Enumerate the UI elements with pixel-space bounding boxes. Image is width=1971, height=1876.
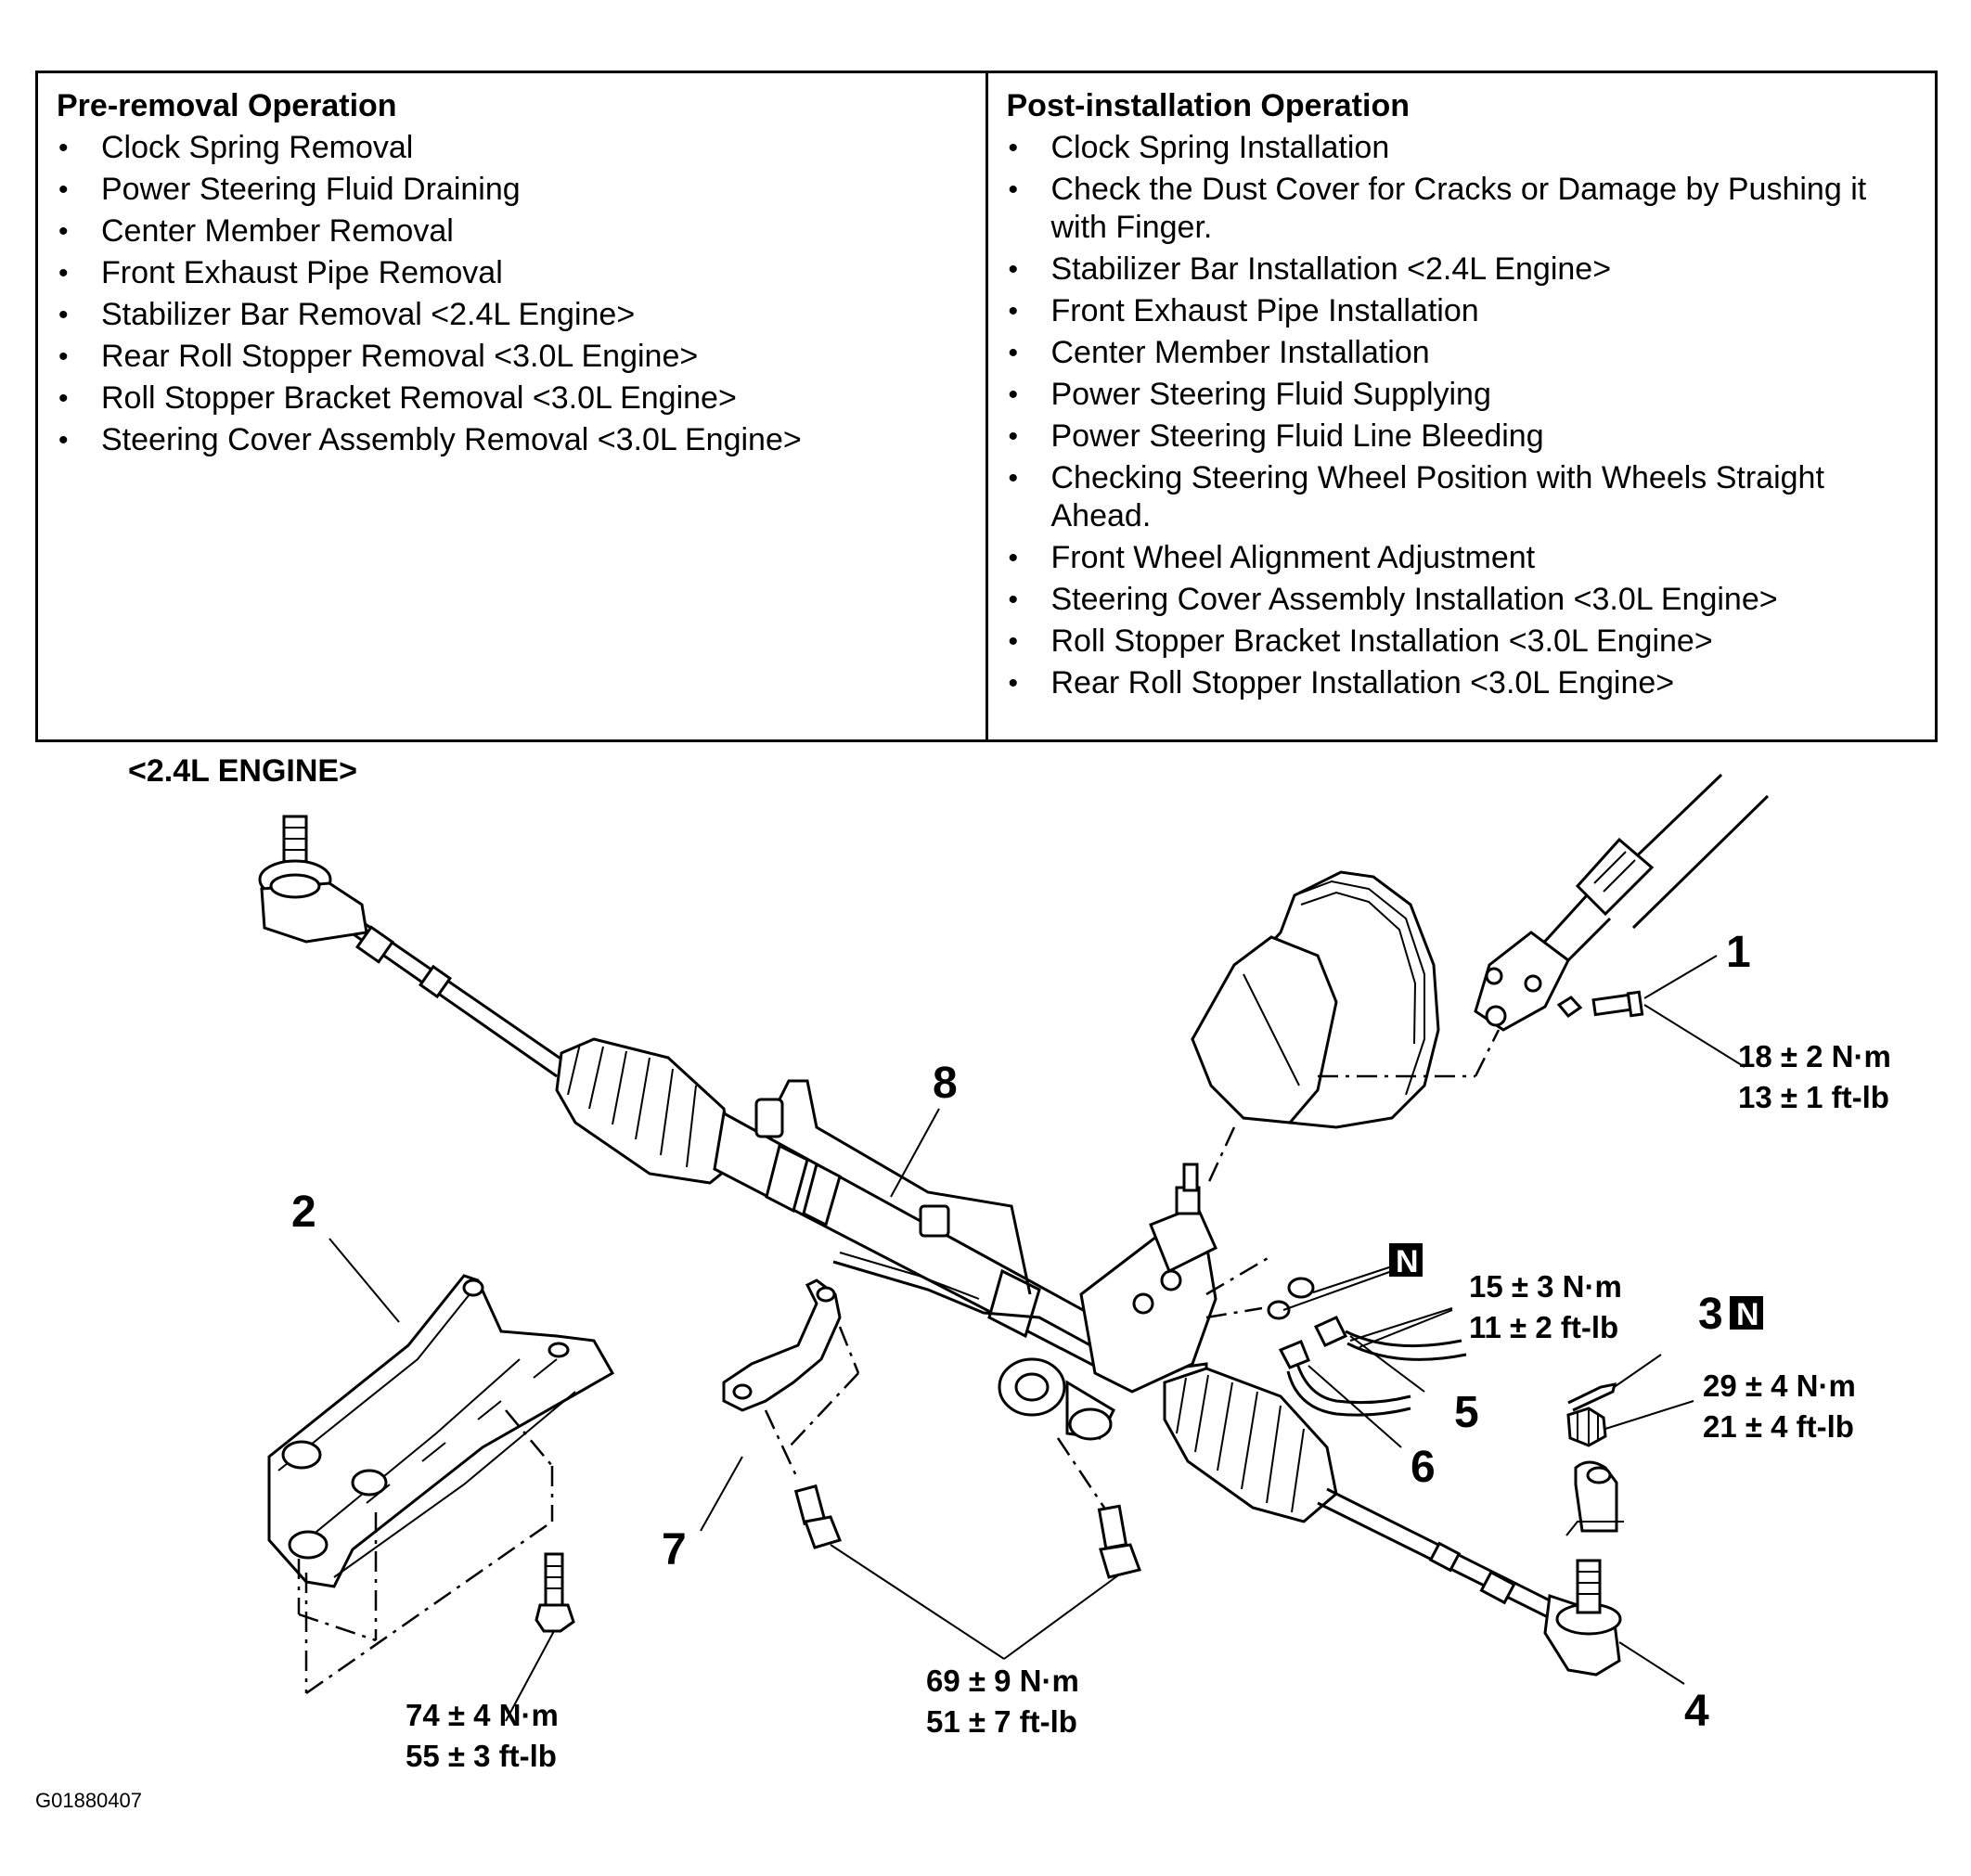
torque-ftlb: 21 ± 4 ft-lb <box>1703 1409 1854 1444</box>
post-installation-item: Power Steering Fluid Supplying <box>1007 376 1919 414</box>
operations-table: Pre-removal Operation Clock Spring Remov… <box>35 71 1938 742</box>
torque-nm: 74 ± 4 N·m <box>406 1698 559 1732</box>
callout-4: 4 <box>1684 1687 1709 1736</box>
o-rings <box>1267 1277 1315 1320</box>
callout-8: 8 <box>933 1059 958 1108</box>
post-installation-item: Rear Roll Stopper Installation <3.0L Eng… <box>1007 664 1919 702</box>
new-part-badge-label: N <box>1396 1244 1419 1279</box>
torque-nm: 15 ± 3 N·m <box>1469 1269 1622 1304</box>
dust-cover <box>1191 870 1440 1129</box>
post-installation-item: Center Member Installation <box>1007 334 1919 372</box>
torque-nm: 29 ± 4 N·m <box>1703 1368 1856 1403</box>
knuckle-arm <box>1565 1460 1624 1536</box>
post-installation-item: Stabilizer Bar Installation <2.4L Engine… <box>1007 251 1919 289</box>
post-installation-list: Clock Spring Installation Check the Dust… <box>1007 129 1919 702</box>
stabilizer-bracket <box>722 1279 842 1412</box>
pre-removal-heading: Pre-removal Operation <box>57 88 397 123</box>
joint-bolt <box>1556 990 1644 1019</box>
gear-and-linkage-assembly <box>258 815 1622 1677</box>
figure-id: G01880407 <box>35 1789 142 1812</box>
post-installation-heading: Post-installation Operation <box>1006 88 1410 123</box>
callout-7: 7 <box>662 1525 687 1574</box>
post-installation-item: Clock Spring Installation <box>1007 129 1919 167</box>
torque-ftlb: 13 ± 1 ft-lb <box>1738 1080 1889 1114</box>
callout-1: 1 <box>1726 928 1751 977</box>
torque-nm: 69 ± 9 N·m <box>926 1664 1079 1698</box>
post-installation-item: Checking Steering Wheel Position with Wh… <box>1007 459 1919 535</box>
post-installation-item: Roll Stopper Bracket Installation <3.0L … <box>1007 623 1919 661</box>
post-installation-column: Post-installation Operation Clock Spring… <box>985 73 1936 739</box>
pre-removal-item: Center Member Removal <box>57 212 969 251</box>
post-installation-item: Power Steering Fluid Line Bleeding <box>1007 418 1919 456</box>
post-installation-item: Check the Dust Cover for Cracks or Damag… <box>1007 171 1919 247</box>
castle-nut <box>1566 1407 1607 1447</box>
torque-nm: 18 ± 2 N·m <box>1738 1039 1891 1073</box>
pressure-hose-5 <box>1313 1316 1467 1361</box>
pre-removal-item: Stabilizer Bar Removal <2.4L Engine> <box>57 296 969 334</box>
pre-removal-item: Roll Stopper Bracket Removal <3.0L Engin… <box>57 379 969 418</box>
torque-ftlb: 51 ± 7 ft-lb <box>926 1704 1077 1739</box>
torque-ftlb: 55 ± 3 ft-lb <box>406 1739 557 1773</box>
leader-lines <box>328 955 1746 1722</box>
universal-joint <box>1474 931 1570 1032</box>
center-member-bolt <box>535 1552 575 1633</box>
new-part-badge-label: N <box>1736 1297 1759 1332</box>
pre-removal-item: Power Steering Fluid Draining <box>57 171 969 209</box>
cotter-pin <box>1567 1382 1617 1412</box>
center-member <box>267 1274 615 1588</box>
pre-removal-column: Pre-removal Operation Clock Spring Remov… <box>38 73 986 739</box>
callout-2: 2 <box>291 1188 316 1237</box>
engine-label: <2.4L ENGINE> <box>128 753 357 789</box>
post-installation-item: Front Exhaust Pipe Installation <box>1007 292 1919 330</box>
return-hose-6 <box>1278 1340 1411 1417</box>
pre-removal-item: Front Exhaust Pipe Removal <box>57 254 969 292</box>
callout-5: 5 <box>1454 1388 1479 1437</box>
torque-ftlb: 11 ± 2 ft-lb <box>1469 1310 1618 1344</box>
bracket-bolt-left <box>793 1484 843 1549</box>
callout-6: 6 <box>1411 1443 1436 1492</box>
pre-removal-item: Rear Roll Stopper Removal <3.0L Engine> <box>57 338 969 376</box>
post-installation-item: Front Wheel Alignment Adjustment <box>1007 539 1919 577</box>
callout-3: 3 <box>1698 1290 1723 1339</box>
post-installation-item: Steering Cover Assembly Installation <3.… <box>1007 581 1919 619</box>
steering-shaft <box>1539 773 1770 971</box>
pre-removal-item: Steering Cover Assembly Removal <3.0L En… <box>57 421 969 459</box>
new-part-badge: N <box>1730 1296 1763 1332</box>
pre-removal-item: Clock Spring Removal <box>57 129 969 167</box>
pre-removal-list: Clock Spring Removal Power Steering Flui… <box>57 129 969 459</box>
new-part-badge: N <box>1389 1243 1423 1279</box>
bracket-bolt-right <box>1097 1504 1141 1579</box>
